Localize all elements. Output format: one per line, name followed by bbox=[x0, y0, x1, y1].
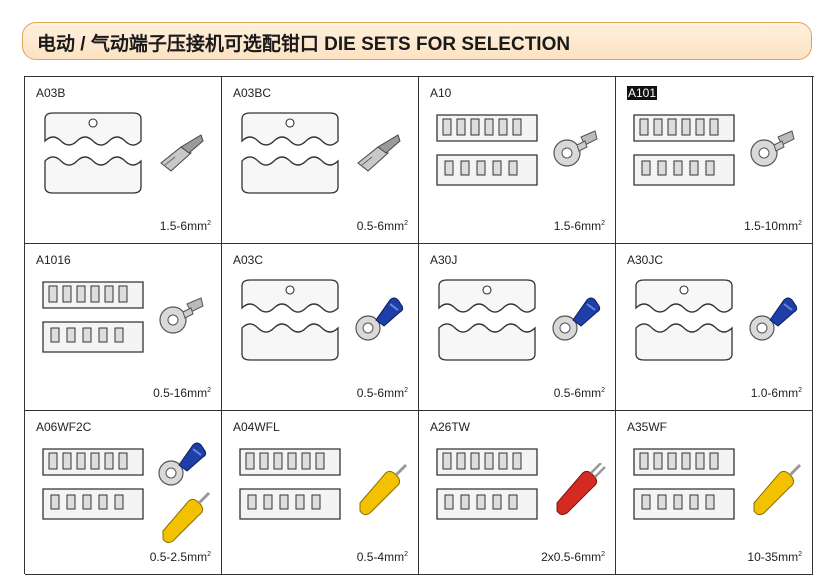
die-set-name: A1016 bbox=[36, 253, 71, 267]
flag-icon bbox=[160, 134, 204, 172]
die-set-cell-a30jc: A30JC 1.0-6mm2 bbox=[616, 244, 813, 411]
die-set-cell-a30j: A30J 0.5-6mm2 bbox=[419, 244, 616, 411]
die-set-name: A03BC bbox=[233, 86, 272, 100]
wire-range-label: 0.5-16mm2 bbox=[153, 386, 211, 400]
die-drawing-icon bbox=[438, 279, 536, 361]
wire-range-label: 0.5-6mm2 bbox=[553, 386, 605, 400]
die-drawing-icon bbox=[42, 281, 144, 353]
die-set-name: A30JC bbox=[627, 253, 664, 267]
die-drawing-icon bbox=[436, 448, 538, 520]
die-set-cell-a03bc: A03BC 0.5-6mm2 bbox=[222, 77, 419, 244]
die-set-name: A04WFL bbox=[233, 420, 280, 434]
ring-terminal-icon bbox=[553, 130, 598, 167]
die-set-cell-a10: A10 1.5-6mm2 bbox=[419, 77, 616, 244]
wire-range-label: 10-35mm2 bbox=[747, 550, 802, 564]
die-set-cell-a26tw: A26TW 2x0.5-6mm2 bbox=[419, 411, 616, 575]
wire-range-label: 1.5-10mm2 bbox=[744, 219, 802, 233]
flag-icon bbox=[357, 134, 401, 172]
blue-ring-terminal-icon bbox=[552, 297, 601, 341]
blue-ring-terminal-icon bbox=[355, 297, 404, 341]
wire-range-label: 0.5-4mm2 bbox=[356, 550, 408, 564]
die-drawing-icon bbox=[42, 448, 144, 520]
die-drawing-icon bbox=[239, 448, 341, 520]
wire-range-label: 2x0.5-6mm2 bbox=[541, 550, 605, 564]
die-drawing-icon bbox=[44, 112, 142, 194]
die-set-cell-a35wf: A35WF 10-35mm2 bbox=[616, 411, 813, 575]
red-twin-ferrule-icon bbox=[556, 463, 606, 516]
die-set-cell-a03c: A03C 0.5-6mm2 bbox=[222, 244, 419, 411]
die-set-name: A26TW bbox=[430, 420, 471, 434]
yellow-ferrule-icon bbox=[358, 463, 408, 517]
die-drawing-icon bbox=[241, 112, 339, 194]
die-set-name: A101 bbox=[627, 86, 658, 100]
wire-range-label: 0.5-6mm2 bbox=[356, 386, 408, 400]
die-drawing-icon bbox=[633, 114, 735, 186]
ring-terminal-icon bbox=[750, 130, 795, 167]
blue-ring-terminal-icon bbox=[749, 297, 798, 341]
die-drawing-icon bbox=[633, 448, 735, 520]
die-drawing-icon bbox=[436, 114, 538, 186]
wire-range-label: 0.5-6mm2 bbox=[356, 219, 408, 233]
page-title: 电动 / 气动端子压接机可选配钳口 DIE SETS FOR SELECTION bbox=[37, 34, 571, 55]
die-drawing-icon bbox=[635, 279, 733, 361]
wire-range-label: 1.0-6mm2 bbox=[750, 386, 802, 400]
die-set-name: A35WF bbox=[627, 420, 668, 434]
wire-range-label: 1.5-6mm2 bbox=[159, 219, 211, 233]
die-drawing-icon bbox=[241, 279, 339, 361]
header-banner: 电动 / 气动端子压接机可选配钳口 DIE SETS FOR SELECTION bbox=[22, 22, 812, 60]
die-set-name: A30J bbox=[430, 253, 458, 267]
wire-range-label: 1.5-6mm2 bbox=[553, 219, 605, 233]
yellow-ferrule-icon bbox=[752, 463, 802, 517]
die-set-cell-a1016: A1016 0.5-16mm2 bbox=[25, 244, 222, 411]
die-set-name: A10 bbox=[430, 86, 452, 100]
wire-range-label: 0.5-2.5mm2 bbox=[149, 550, 211, 564]
die-set-cell-a06wf2c: A06WF2C 0.5-2.5mm2 bbox=[25, 411, 222, 575]
die-set-cell-a101: A101 1.5-10mm2 bbox=[616, 77, 813, 244]
die-set-name: A06WF2C bbox=[36, 420, 92, 434]
die-set-cell-a04wfl: A04WFL 0.5-4mm2 bbox=[222, 411, 419, 575]
ring-terminal-icon bbox=[159, 297, 204, 334]
die-set-cell-a03b: A03B 1.5-6mm2 bbox=[25, 77, 222, 244]
die-set-name: A03B bbox=[36, 86, 66, 100]
die-set-name: A03C bbox=[233, 253, 264, 267]
blue-ring-and-yellow-ferrule-icon bbox=[158, 442, 211, 545]
